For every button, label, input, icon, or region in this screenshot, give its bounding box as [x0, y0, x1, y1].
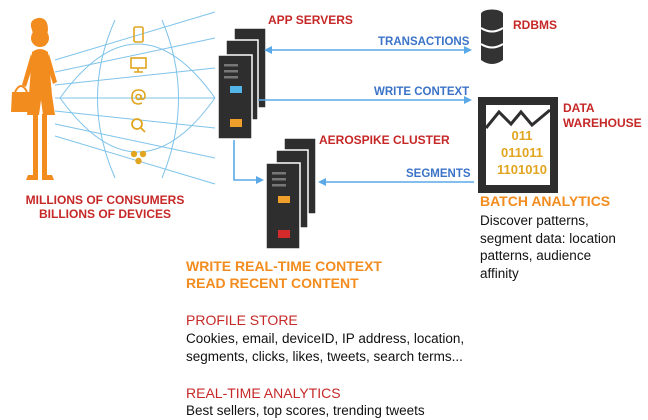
connection-fan [54, 11, 216, 185]
rdbms-database-icon [480, 9, 504, 64]
aerospike-cluster-label: AEROSPIKE CLUSTER [319, 133, 450, 147]
profile-line-2: segments, clicks, likes, tweets, search … [186, 348, 463, 364]
realtime-line-2: READ RECENT CONTENT [186, 275, 359, 291]
consumers-line-1: MILLIONS OF CONSUMERS [25, 193, 185, 207]
consumer-figure-icon [11, 17, 57, 180]
transactions-label: TRANSACTIONS [378, 36, 470, 48]
smartphone-icon [133, 26, 144, 43]
write-context-label: WRITE CONTEXT [374, 86, 470, 98]
arrows [233, 46, 474, 186]
at-sign-icon [131, 89, 146, 105]
app-to-cluster-arrow [233, 140, 264, 184]
app-servers-label: APP SERVERS [268, 13, 353, 27]
share-icon [130, 150, 147, 165]
consumers-line-2: BILLIONS OF DEVICES [38, 207, 171, 221]
batch-analytics-title: BATCH ANALYTICS [480, 193, 611, 209]
binary-row-3: 1101010 [497, 162, 547, 177]
aerospike-cluster-icon [265, 137, 317, 250]
data-warehouse-icon: 011 011011 1101010 [478, 97, 558, 193]
batch-line-3: patterns, audience [480, 248, 592, 263]
realtime-analytics-description: Best sellers, top scores, trending tweet… [186, 403, 425, 418]
batch-line-4: affinity [480, 265, 519, 281]
monitor-icon [130, 57, 147, 73]
profile-store-title: PROFILE STORE [186, 312, 298, 328]
realtime-analytics-title: REAL-TIME ANALYTICS [186, 385, 341, 401]
profile-store-description: Cookies, email, deviceID, IP address, lo… [186, 330, 464, 365]
realtime-line-1: WRITE REAL-TIME CONTEXT [186, 258, 382, 274]
app-servers-icon [217, 27, 267, 140]
segments-label: SEGMENTS [406, 168, 471, 180]
search-icon [131, 118, 146, 133]
binary-row-2: 011011 [501, 145, 543, 160]
data-warehouse-line-1: DATA [563, 101, 595, 115]
batch-line-2: segment data: location [480, 230, 616, 246]
rdbms-label: RDBMS [513, 18, 557, 32]
batch-analytics-description: Discover patterns, segment data: locatio… [480, 212, 616, 282]
batch-line-1: Discover patterns, [480, 213, 589, 228]
binary-row-1: 011 [512, 128, 533, 143]
data-warehouse-line-2: WAREHOUSE [563, 116, 642, 130]
profile-line-1: Cookies, email, deviceID, IP address, lo… [186, 331, 465, 346]
